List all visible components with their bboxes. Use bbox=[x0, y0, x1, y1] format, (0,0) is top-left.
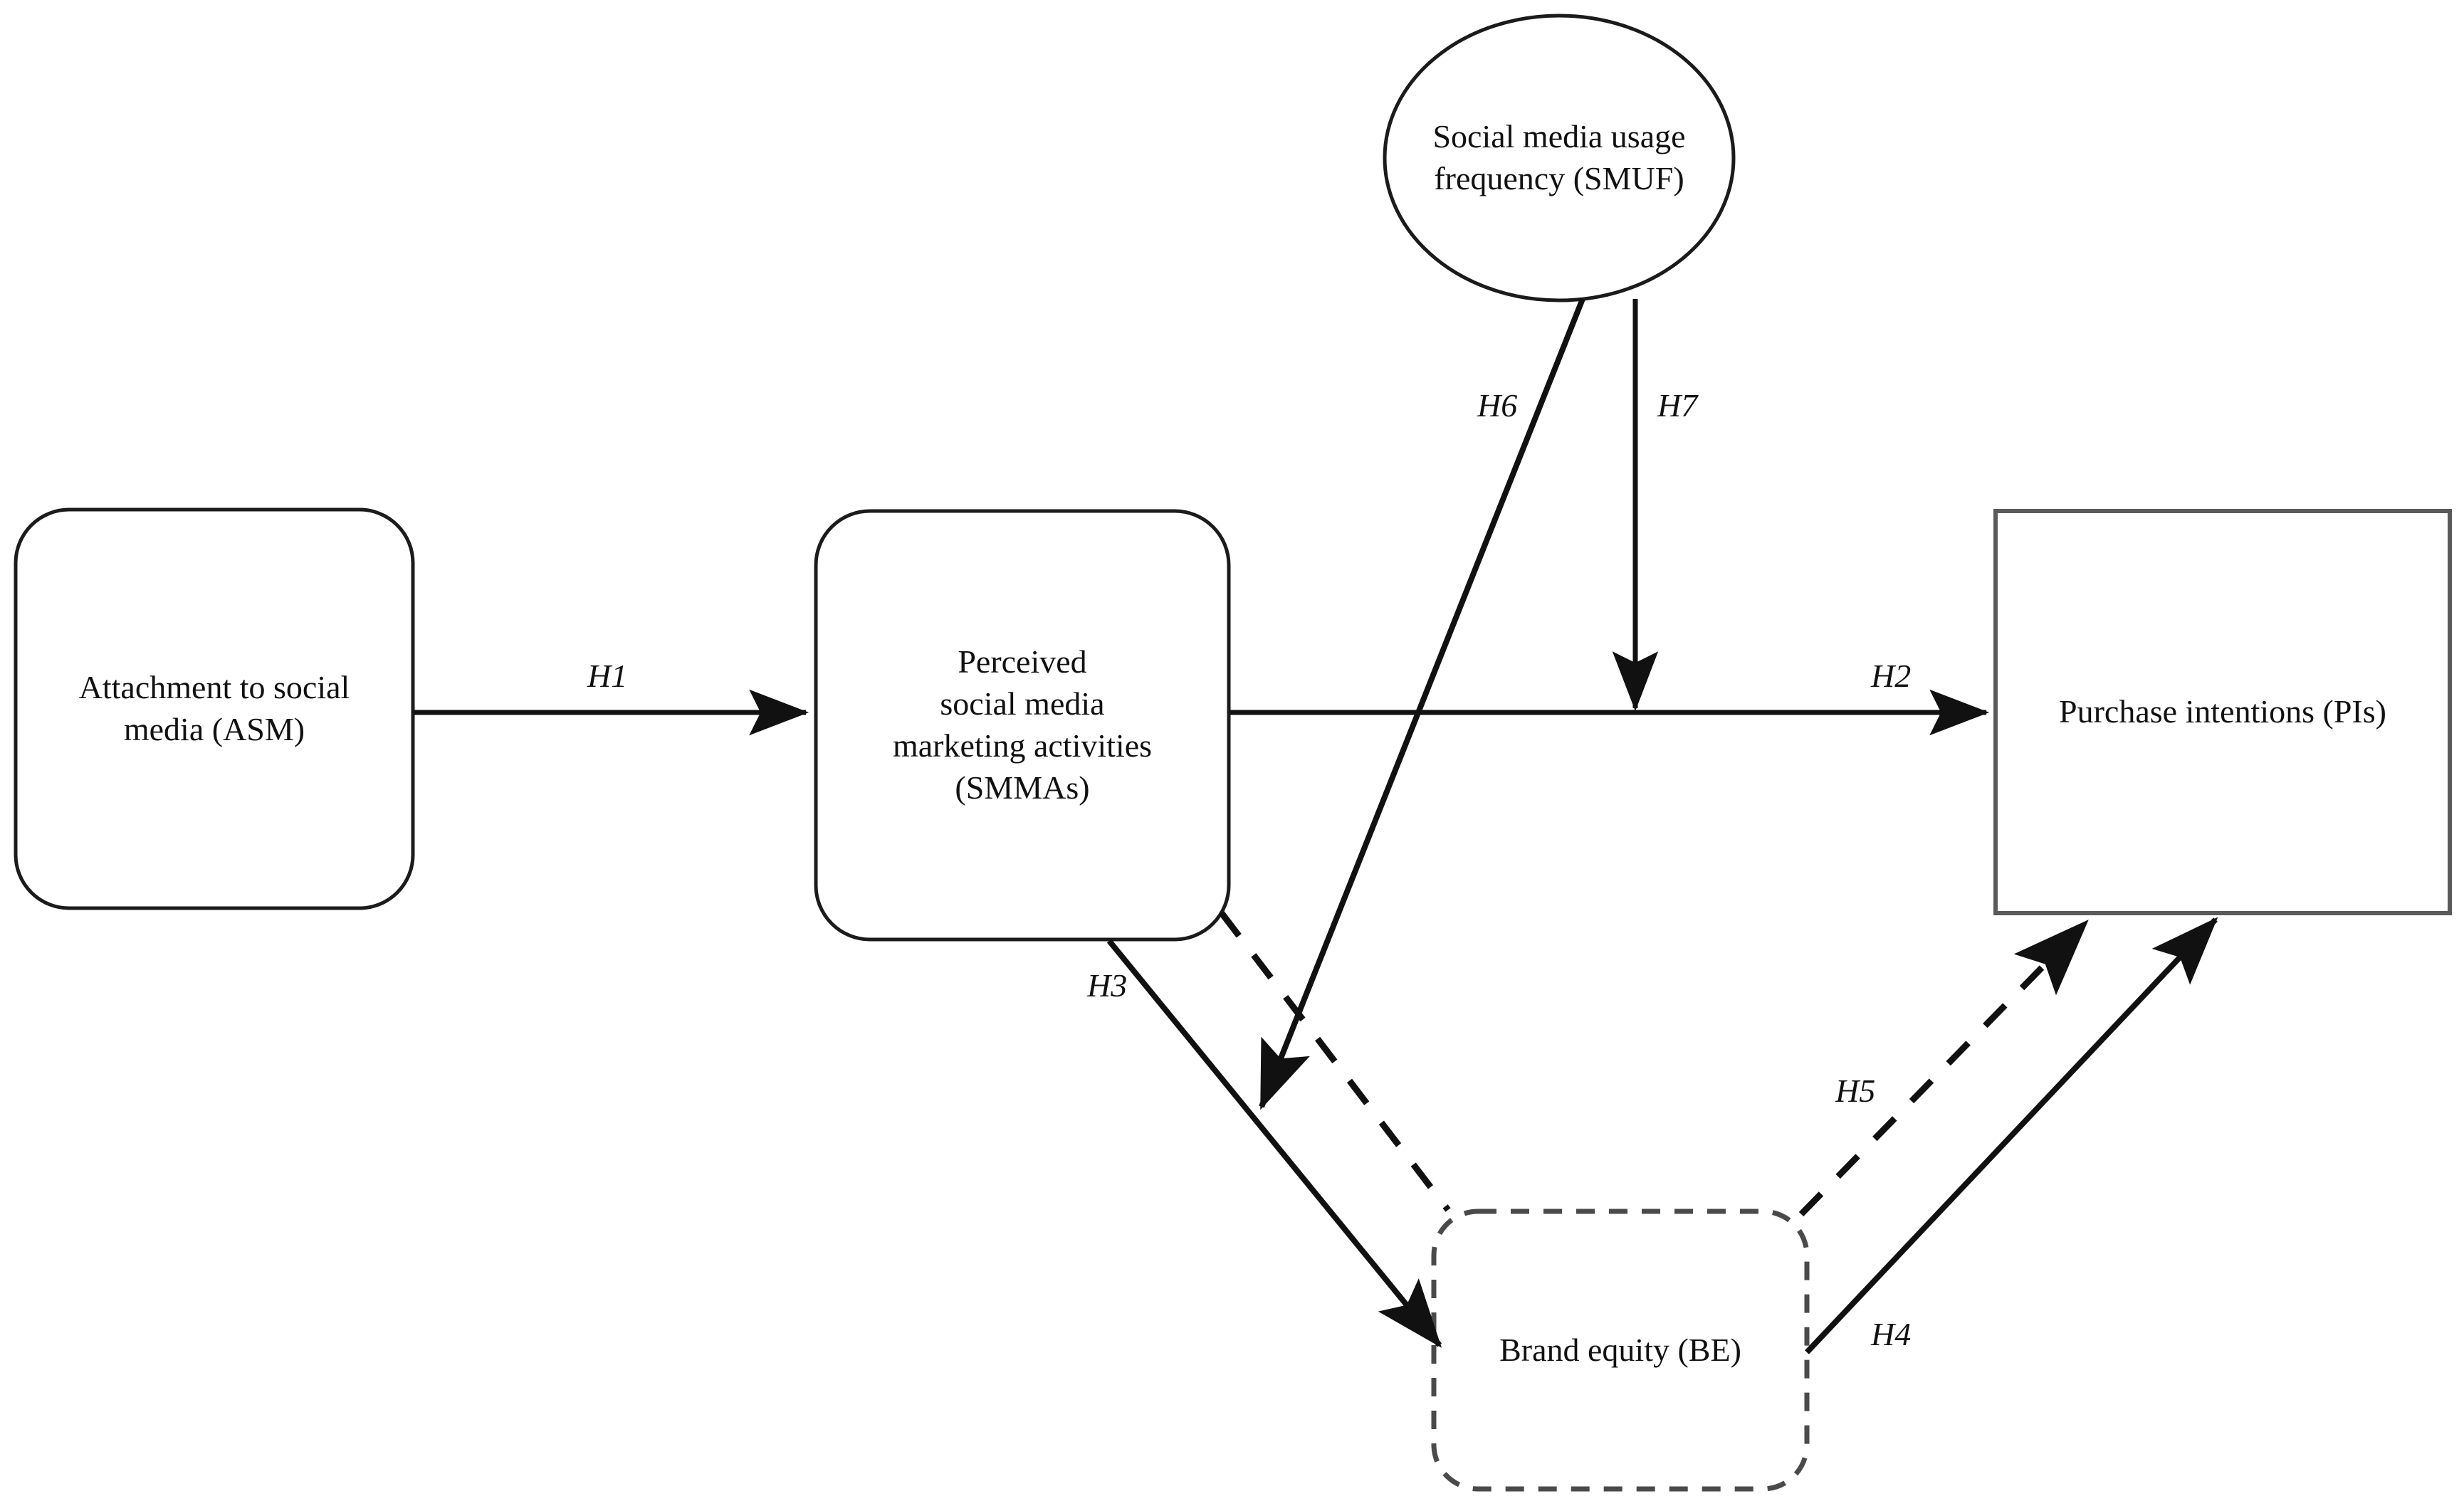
node-asm-shape bbox=[14, 507, 415, 910]
path-h4 bbox=[1805, 917, 2218, 1354]
path-mediation-dashed bbox=[1219, 911, 1451, 1212]
path-h3 bbox=[1106, 939, 1442, 1348]
path-label-h4: H4 bbox=[1871, 1316, 1912, 1352]
path-label-h5: H5 bbox=[1835, 1073, 1876, 1109]
node-pis-shape bbox=[1993, 509, 2452, 915]
node-smmas-shape bbox=[814, 509, 1231, 942]
path-label-h2: H2 bbox=[1871, 658, 1912, 694]
path-label-h7: H7 bbox=[1657, 387, 1698, 423]
node-smuf-shape bbox=[1383, 14, 1736, 302]
path-h5 bbox=[1798, 920, 2089, 1217]
path-label-h6: H6 bbox=[1477, 387, 1518, 423]
path-label-h3: H3 bbox=[1087, 967, 1128, 1004]
path-h6 bbox=[1259, 298, 1585, 1110]
node-be-shape bbox=[1431, 1209, 1810, 1492]
path-label-h1: H1 bbox=[587, 658, 628, 694]
